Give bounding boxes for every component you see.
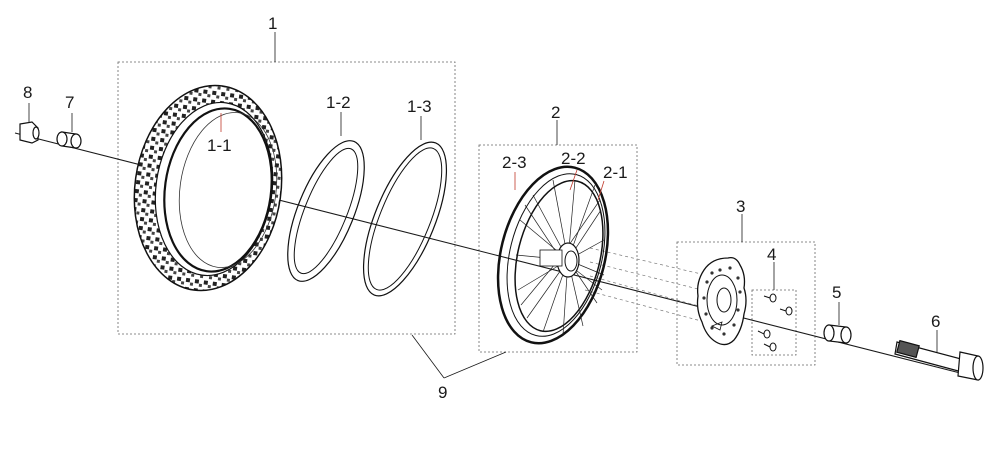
part-label-2-2: 2-2 [561,149,586,168]
alignment-lines [584,247,715,323]
part-label-5: 5 [832,283,841,302]
part-label-2-1: 2-1 [603,163,628,182]
group-box-wheel [478,144,638,353]
nut-icon [19,121,40,144]
part-label-9: 9 [438,383,447,402]
part-label-1-2: 1-2 [326,93,351,112]
bolt-icon [757,293,793,352]
part-label-1-3: 1-3 [407,97,432,116]
leader-lines [28,32,938,379]
spoked-wheel-icon [496,165,610,345]
group-box-disc [676,241,816,366]
inner-tube-icon [287,140,365,282]
group-box-tire [117,61,456,335]
brake-disc-icon [696,257,747,346]
part-label-1: 1 [268,14,277,33]
part-label-2: 2 [551,103,560,122]
part-label-7: 7 [65,93,74,112]
spacer-icon [823,324,852,344]
tire-icon [133,84,283,292]
part-label-2-3: 2-3 [502,153,527,172]
part-label-3: 3 [736,197,745,216]
part-label-6: 6 [931,312,940,331]
part-label-4: 4 [767,245,776,264]
red-leader-lines [220,113,605,201]
axle-icon [894,339,984,381]
spacer-icon-7 [56,131,82,149]
part-label-8: 8 [23,83,32,102]
rim-strip-icon [362,141,448,297]
part-label-1-1: 1-1 [207,136,232,155]
